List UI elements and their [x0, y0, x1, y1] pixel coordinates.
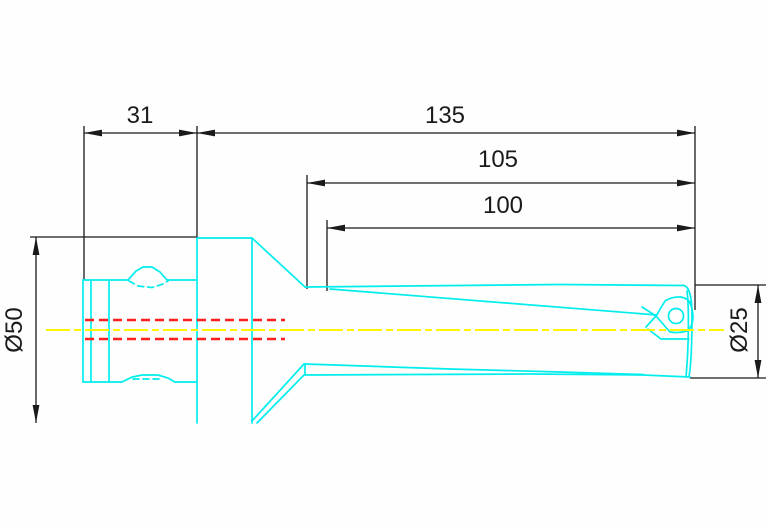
arrow-105-left: [307, 179, 325, 187]
arrow-dia50-top: [32, 237, 40, 255]
insert-outline: [655, 296, 694, 334]
tip-face-outer: [683, 284, 693, 378]
dim-label-shank-length: 31: [127, 102, 154, 129]
pocket-lower-line: [645, 315, 657, 328]
dim-label-upper-length: 105: [478, 146, 518, 173]
body-bottom-edge: [304, 373, 691, 378]
arrow-105-right: [677, 179, 695, 187]
insert-screw-hole: [667, 307, 685, 325]
pocket-seat-line: [647, 328, 690, 340]
flute-bottom-line: [304, 363, 644, 376]
shank-bottom-relief: [121, 374, 176, 383]
taper-bottom-edge-2: [256, 373, 306, 424]
drive-lug-hidden-line: [128, 280, 169, 289]
pocket-upper-line: [641, 306, 657, 317]
taper-bottom-edge-1: [251, 363, 305, 422]
arrow-dia25-top: [754, 285, 762, 303]
dimension-linework: [30, 126, 766, 423]
arrow-dia25-bottom: [754, 360, 762, 378]
arrow-100-right: [677, 224, 695, 232]
arrow-31-right: [179, 129, 197, 137]
dim-label-overall-length: 135: [425, 102, 465, 129]
taper-top-edge: [251, 237, 306, 288]
coolant-channel-lines: [85, 318, 285, 341]
tool-outline: [82, 237, 694, 424]
insert: [655, 296, 694, 334]
shank-drive-lug: [127, 266, 168, 281]
body-top-edge: [304, 283, 685, 288]
arrow-135-right: [677, 129, 695, 137]
arrow-31-left: [84, 129, 102, 137]
dim-label-flute-length: 100: [483, 192, 523, 219]
arrow-dia50-bottom: [32, 405, 40, 423]
dimension-arrows: [32, 129, 762, 423]
dim-label-shank-diameter: Ø50: [1, 307, 28, 352]
arrow-100-left: [327, 224, 345, 232]
arrow-135-left: [197, 129, 215, 137]
tip-face-inner: [685, 290, 690, 378]
dim-label-cutting-diameter: Ø25: [726, 307, 753, 352]
flute-top-line: [329, 288, 658, 316]
